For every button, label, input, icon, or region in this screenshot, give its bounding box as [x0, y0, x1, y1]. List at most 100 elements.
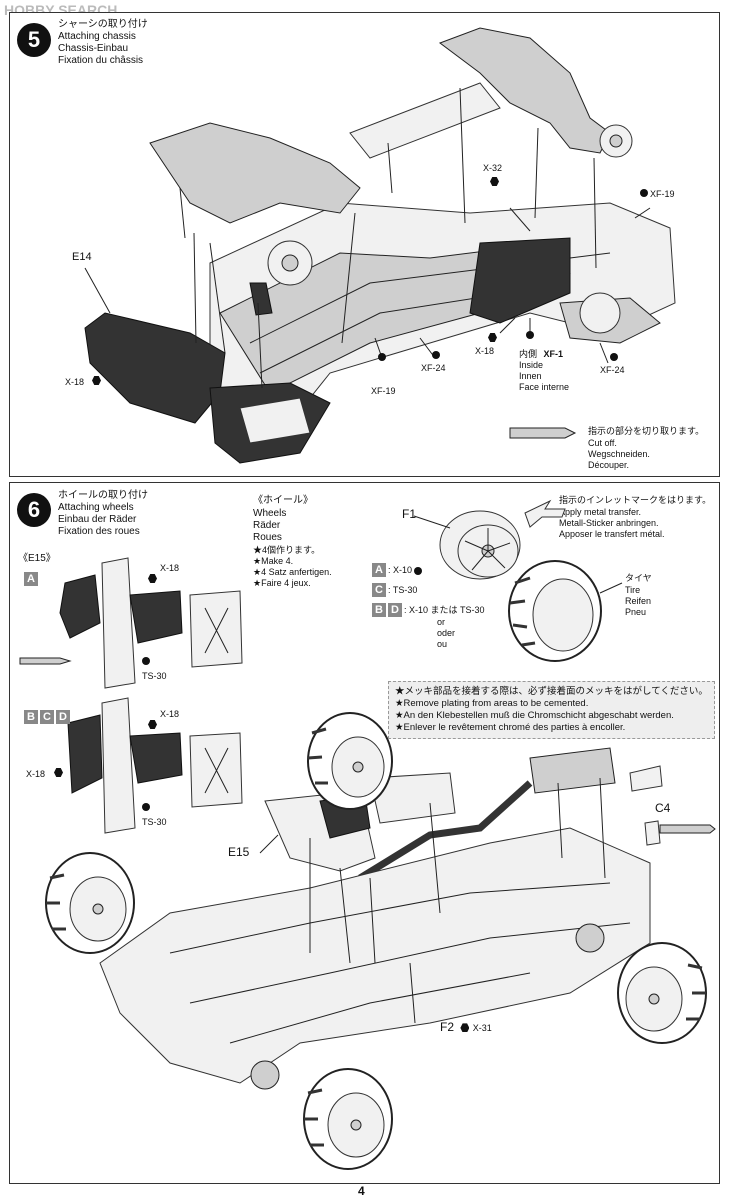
step-5-panel: 5 シャーシの取り付け Attaching chassis Chassis-Ei… — [9, 12, 720, 477]
part-label-ts30-a: TS-30 — [142, 671, 167, 681]
e15-heading: 《E15》 — [18, 553, 56, 564]
part-label-c4: C4 — [655, 801, 671, 815]
part-label-xf19-bottom: XF-19 — [371, 386, 396, 396]
screw-x32-icon — [490, 177, 499, 186]
screw-x18-a-icon — [148, 574, 157, 583]
metal-note-de: Metall-Sticker anbringen. — [559, 518, 659, 528]
part-label-e14: E14 — [72, 251, 92, 263]
f1-wheel-rim — [413, 510, 521, 580]
wheel-rear-left — [307, 712, 393, 810]
variant-key-b: B — [372, 603, 386, 617]
paint-row-c: C: TS-30 — [372, 583, 417, 597]
variant-b-label: B — [24, 710, 38, 724]
tire-illustration — [508, 560, 623, 662]
chassis-illustration — [84, 27, 676, 464]
variant-key-d: D — [388, 603, 402, 617]
paint-ts30-b-icon — [142, 803, 150, 811]
wheel-front-left — [45, 852, 135, 954]
tire-label-fr: Pneu — [625, 607, 647, 617]
part-label-x18-b2: X-18 — [26, 769, 46, 779]
wheels-make-ja: ★4個作ります。 — [253, 545, 321, 555]
chrome-note-de: ★An den Klebestellen muß die Chromschich… — [395, 710, 674, 721]
variant-d-label: D — [56, 710, 70, 724]
tire-label-en: Tire — [625, 585, 641, 595]
tire-label-ja: タイヤ — [625, 573, 652, 583]
paint-xf1-icon — [526, 331, 534, 339]
chrome-note-en: ★Remove plating from areas to be cemente… — [395, 698, 589, 709]
paint-row-a: A: X-10 — [372, 563, 423, 577]
chrome-note: ★メッキ部品を接着する際は、必ず接着面のメッキをはがしてください。 ★Remov… — [388, 681, 715, 739]
metal-note-ja: 指示のインレットマークをはります。 — [559, 495, 712, 505]
or-word-de: oder — [437, 628, 456, 638]
step-5-number: 5 — [17, 23, 51, 57]
step-6-title-ja: ホイールの取り付け — [58, 490, 148, 501]
chrome-note-ja: ★メッキ部品を接着する際は、必ず接着面のメッキをはがしてください。 — [395, 686, 708, 697]
paint-xf19-bottom-icon — [378, 353, 386, 361]
or-word-en: or — [437, 617, 446, 627]
tire-label-de: Reifen — [625, 596, 652, 606]
step-5-title-ja: シャーシの取り付け — [58, 19, 148, 30]
part-label-e15: E15 — [228, 845, 250, 859]
screw-x18-b1-icon — [148, 720, 157, 729]
part-label-x18-left: X-18 — [65, 377, 85, 387]
cutoff-note-en: Cut off. — [588, 438, 617, 448]
part-label-xf1: XF-1 — [543, 349, 564, 359]
part-label-x18-b1: X-18 — [160, 709, 180, 719]
wheels-make-en: ★Make 4. — [253, 556, 294, 566]
step-6-title-fr: Fixation des roues — [58, 526, 140, 537]
paint-row-c-text: : TS-30 — [388, 585, 418, 595]
inside-label-de: Innen — [519, 371, 542, 381]
inside-label-fr: Face interne — [519, 382, 570, 392]
wheel-front-right — [303, 1068, 393, 1170]
paint-xf24-mid-icon — [432, 351, 440, 359]
wheels-heading-de: Räder — [253, 520, 281, 531]
part-label-x32: X-32 — [483, 163, 503, 173]
chrome-note-fr: ★Enlever le revêtement chromé des partie… — [395, 722, 626, 733]
step-5-title-en: Attaching chassis — [58, 31, 136, 42]
paint-xf24-right-icon — [610, 353, 618, 361]
paint-x10-icon — [414, 566, 423, 575]
step-6-title-en: Attaching wheels — [58, 502, 134, 513]
variant-a-key: A — [24, 569, 40, 587]
step-5-title-fr: Fixation du châssis — [58, 55, 144, 66]
step-6-number: 6 — [17, 493, 51, 527]
part-label-x31: X-31 — [472, 1023, 492, 1033]
page-number: 4 — [358, 1184, 365, 1198]
variant-key-c: C — [372, 583, 386, 597]
step-5-title-de: Chassis-Einbau — [58, 43, 129, 54]
inside-ja: 内側 — [519, 349, 538, 359]
wheels-heading-ja: 《ホイール》 — [253, 495, 313, 506]
wheels-make-fr: ★Faire 4 jeux. — [253, 578, 311, 588]
metal-note-en: Apply metal transfer. — [559, 507, 642, 517]
screw-x18-mid-icon — [488, 333, 497, 342]
metal-note-fr: Apposer le transfert métal. — [559, 529, 665, 539]
cutoff-note-de: Wegschneiden. — [588, 449, 650, 459]
paint-ts30-a-icon — [142, 657, 150, 665]
part-label-x18-mid: X-18 — [475, 346, 495, 356]
paint-xf19-top-icon — [640, 189, 648, 197]
inside-label-ja: 内側 XF-1 — [519, 349, 563, 359]
paint-row-bd-text: : X-10 または TS-30 — [404, 605, 485, 615]
part-label-xf19-top: XF-19 — [650, 189, 675, 199]
part-label-f1: F1 — [402, 507, 417, 521]
wheels-make-de: ★4 Satz anfertigen. — [253, 567, 332, 577]
screw-x18-b2-icon — [54, 768, 63, 777]
wheels-heading-en: Wheels — [253, 508, 287, 519]
variant-c-label: C — [40, 710, 54, 724]
cutoff-note-ja: 指示の部分を切り取ります。 — [588, 426, 705, 436]
step-6-illustration — [19, 499, 716, 1170]
part-label-xf24-mid: XF-24 — [421, 363, 446, 373]
step-6-panel: 6 ホイールの取り付け Attaching wheels Einbau der … — [9, 482, 720, 1184]
variant-a-label: A — [24, 572, 38, 586]
part-label-xf24-right: XF-24 — [600, 365, 625, 375]
part-label-x18-a: X-18 — [160, 563, 180, 573]
cutoff-note-fr: Découper. — [588, 460, 630, 470]
part-label-f2-group: F2 X-31 — [440, 1020, 492, 1034]
or-word-fr: ou — [437, 639, 448, 649]
step-6-title-de: Einbau der Räder — [58, 514, 137, 525]
inside-label-en: Inside — [519, 360, 544, 370]
part-label-ts30-b: TS-30 — [142, 817, 167, 827]
part-label-f2: F2 — [440, 1020, 455, 1034]
wheels-heading-fr: Roues — [253, 532, 282, 543]
